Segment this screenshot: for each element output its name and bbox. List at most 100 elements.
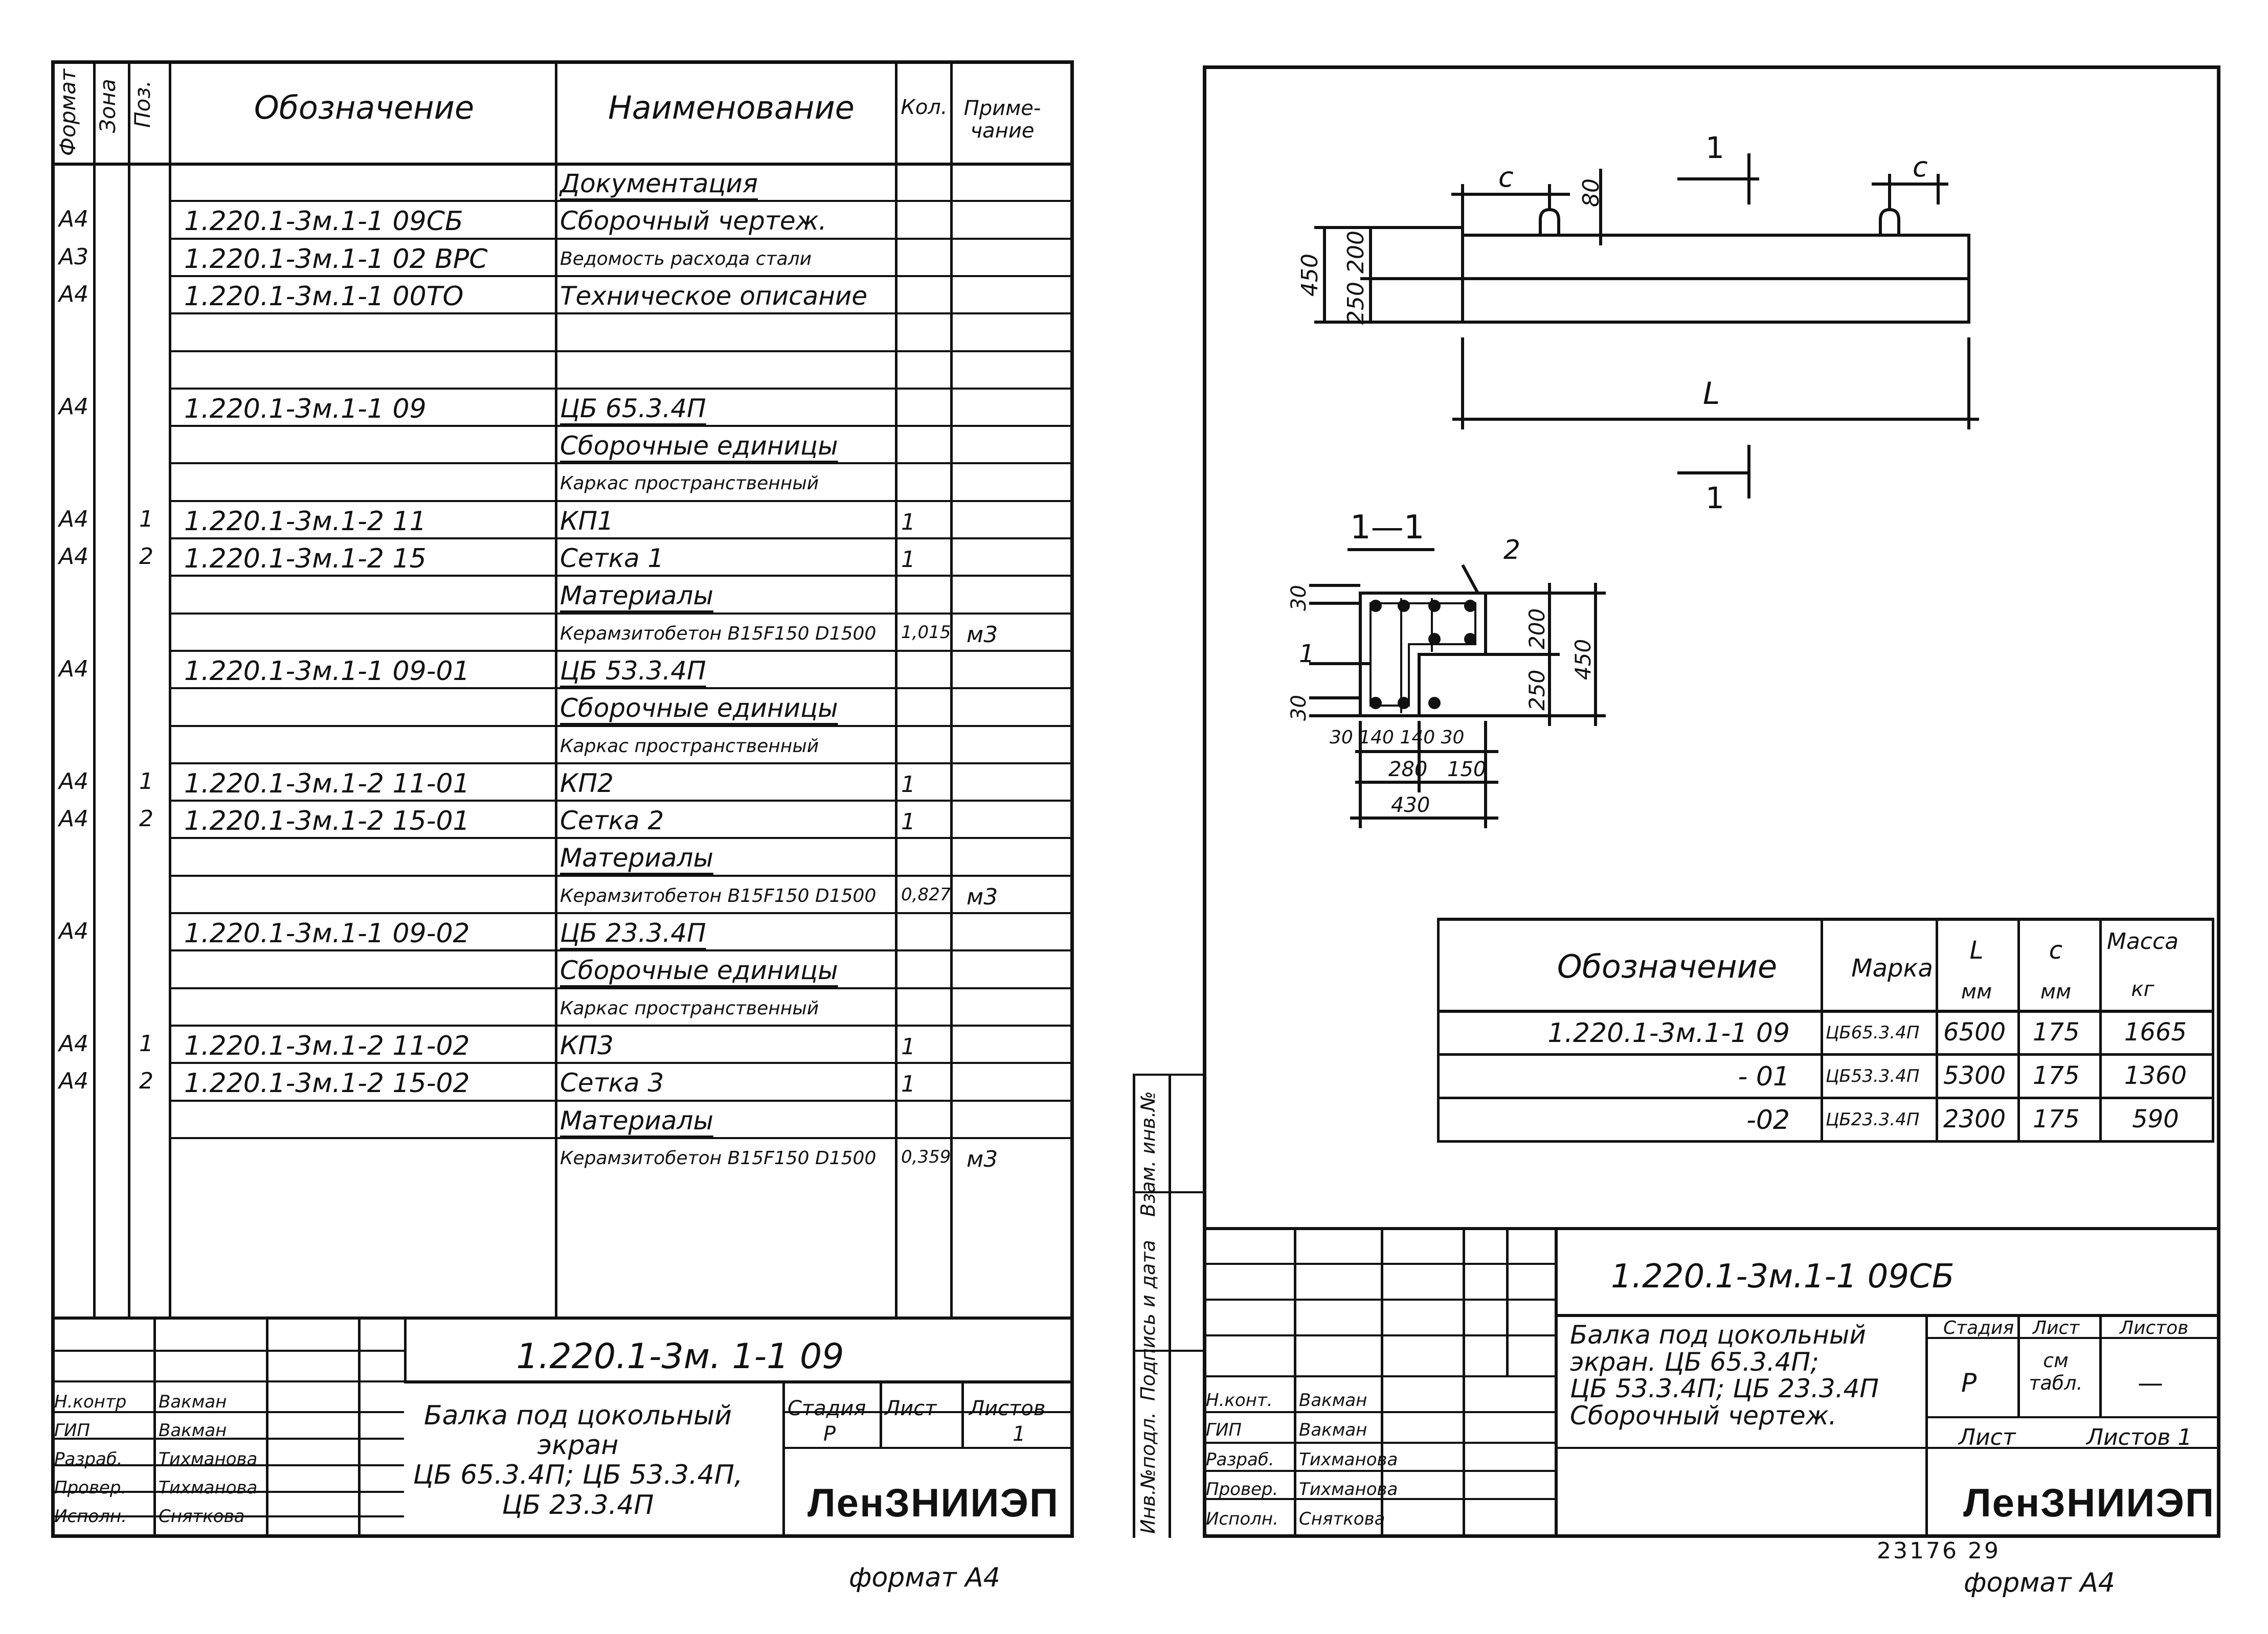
spec-name: Сборочные единицы [560, 956, 838, 985]
spec-format: А4 [59, 1031, 89, 1057]
mark-row-c: 175 [2033, 1018, 2080, 1047]
grid-hline [782, 1411, 1074, 1413]
spec-qty: 1 [901, 1071, 915, 1097]
spec-name: Керамзитобетон В15F150 D1500 [560, 623, 877, 644]
spec-format: А4 [59, 506, 89, 532]
spec-name: Материалы [560, 843, 713, 873]
grid-hline [1203, 1470, 1555, 1472]
right-stage-label: Стадия [1943, 1318, 2014, 1338]
right-role-name: Вакман [1299, 1420, 1367, 1440]
spec-pos: 2 [139, 1068, 153, 1094]
spec-name: КП2 [560, 768, 614, 798]
mark-h-mass-unit: кг [2131, 978, 2154, 1001]
header-note: Приме- чание [963, 97, 1041, 143]
spec-pos: 1 [139, 768, 153, 795]
spec-name: Керамзитобетон В15F150 D1500 [560, 1148, 877, 1169]
spec-name: Каркас пространственный [560, 998, 819, 1019]
spec-name: Материалы [560, 1106, 713, 1136]
spec-pos: 1 [139, 1031, 153, 1057]
section-d250: 250 [1524, 669, 1550, 711]
spec-note: м3 [967, 622, 998, 648]
spec-designation: 1.220.1-3м.1-1 00ТО [184, 281, 464, 312]
spec-format: А3 [59, 244, 89, 270]
section-mark-bottom: 1 [1705, 481, 1724, 515]
spec-name: Техническое описание [560, 281, 868, 311]
left-title: Балка под цокольный экран ЦБ 65.3.4П; ЦБ… [413, 1400, 743, 1520]
grid-vline [2099, 918, 2102, 1143]
spec-designation: 1.220.1-3м.1-2 15-02 [184, 1068, 470, 1099]
right-org: ЛенЗНИИЭП [1963, 1480, 2215, 1525]
spec-format: А4 [59, 543, 89, 570]
grid-vline [1294, 1227, 1296, 1538]
mark-h-c: c [2049, 936, 2063, 965]
section-d200: 200 [1524, 608, 1550, 649]
grid-hline [169, 275, 1074, 277]
mark-row-mass: 1665 [2124, 1018, 2187, 1047]
header-designation: Обозначение [254, 89, 475, 126]
grid-hline [1555, 1314, 2220, 1317]
mark-h-mass: Масса [2106, 928, 2179, 955]
mark-row-designation: - 01 [1738, 1061, 1790, 1092]
grid-hline [169, 388, 1074, 390]
grid-vline [2212, 918, 2214, 1143]
mark-row-mass: 590 [2132, 1105, 2179, 1133]
grid-hline [1203, 1411, 1555, 1413]
spec-format: А4 [59, 806, 89, 832]
grid-hline [1133, 1074, 1203, 1076]
spec-designation: 1.220.1-3м.1-2 15 [184, 543, 426, 574]
grid-hline [51, 1317, 1074, 1320]
left-sheet-frame [51, 60, 1074, 1538]
dim-80: 80 [1578, 178, 1604, 207]
grid-vline [1821, 918, 1823, 1143]
grid-vline [1437, 918, 1440, 1143]
spec-name: Сборочные единицы [560, 693, 838, 723]
section-leader-2: 2 [1503, 535, 1521, 565]
left-sheets-label: Листов [969, 1397, 1046, 1420]
grid-hline [169, 875, 1074, 877]
grid-hline [169, 350, 1074, 352]
right-format-note: формат А4 [1964, 1568, 2115, 1598]
spec-qty: 1 [901, 547, 915, 573]
section-d280: 280 [1388, 758, 1428, 781]
right-sheet-value: см табл. [2029, 1349, 2083, 1394]
spec-designation: 1.220.1-3м.1-2 11 [184, 506, 426, 537]
mark-h-L: L [1969, 936, 1984, 965]
grid-hline [1437, 1097, 2212, 1099]
left-doc-code: 1.220.1-3м. 1-1 09 [516, 1336, 844, 1377]
grid-hline [169, 425, 1074, 427]
grid-hline [169, 200, 1074, 202]
spec-qty: 1 [901, 1034, 915, 1060]
mark-row-L: 5300 [1943, 1061, 2006, 1090]
grid-vline [404, 1317, 407, 1380]
spec-format: А4 [59, 768, 89, 795]
left-stage-label: Стадия [788, 1397, 866, 1420]
grid-hline [169, 650, 1074, 652]
mark-row-mark: ЦБ23.3.4П [1826, 1109, 1920, 1130]
mark-h-c-unit: мм [2040, 980, 2072, 1004]
spec-note: м3 [967, 1146, 998, 1172]
grid-vline [2017, 1314, 2020, 1416]
grid-hline [169, 762, 1074, 764]
dim-200: 200 [1343, 231, 1369, 274]
spec-designation: 1.220.1-3м.1-1 09СБ [184, 206, 463, 237]
grid-hline [51, 163, 1074, 166]
spec-name: Сетка 1 [560, 543, 664, 573]
section-title: 1—1 [1350, 509, 1425, 547]
grid-hline [169, 837, 1074, 839]
grid-hline [782, 1447, 1074, 1449]
dim-c-left: c [1498, 161, 1514, 193]
grid-vline [1381, 1227, 1383, 1538]
spec-name: КП3 [560, 1031, 614, 1060]
grid-hline [51, 1515, 404, 1517]
spec-designation: 1.220.1-3м.1-2 11-01 [184, 768, 470, 799]
right-sheets-value: — [2138, 1368, 2163, 1398]
spec-name: ЦБ 65.3.4П [560, 394, 706, 423]
grid-hline [169, 1137, 1074, 1139]
grid-vline [128, 60, 130, 1317]
grid-hline [1925, 1447, 2220, 1449]
spec-qty: 0,359 [901, 1147, 951, 1167]
right-stage: Р [1961, 1368, 1977, 1398]
spec-name: ЦБ 23.3.4П [560, 918, 706, 948]
grid-hline [1437, 1053, 2212, 1056]
